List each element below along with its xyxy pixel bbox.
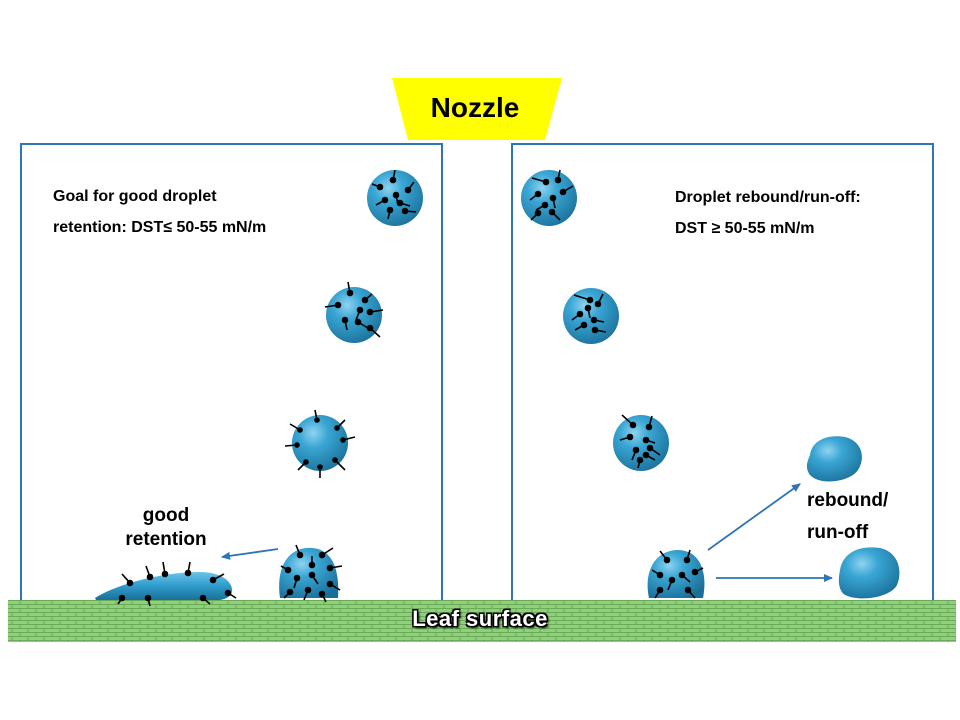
leaf-surface-label: Leaf surface: [412, 606, 548, 631]
rebound-condition-line2: DST ≥ 50-55 mN/m: [675, 220, 815, 237]
droplet-left-landing: [279, 544, 343, 603]
right-panel: [511, 143, 934, 603]
droplet-right-3: [613, 414, 669, 471]
rebound-arrow: [707, 483, 801, 551]
retention-label-line1: good: [142, 505, 190, 526]
droplet-left-spread: [95, 561, 237, 607]
goal-text-line1: Goal for good droplet: [53, 188, 217, 205]
droplet-left-1: [367, 169, 423, 226]
goal-text-line2: retention: DST≤ 50-55 mN/m: [53, 219, 267, 236]
runoff-droplet: [838, 547, 900, 599]
rebound-label-line1: rebound/: [807, 490, 889, 511]
leaf-surface: [8, 600, 956, 642]
droplet-left-3: [284, 409, 356, 478]
rebound-droplet: [806, 436, 862, 482]
droplet-right-2: [563, 288, 619, 344]
left-panel: [20, 143, 443, 603]
nozzle-label: Nozzle: [430, 92, 520, 123]
rebound-condition-line1: Droplet rebound/run-off:: [675, 189, 861, 206]
rebound-label-line2: run-off: [807, 522, 869, 543]
droplet-right-landing: [647, 549, 705, 599]
nozzle-shape: [392, 78, 562, 140]
droplet-left-2: [324, 281, 384, 343]
retention-arrow: [221, 548, 279, 560]
retention-label-line2: retention: [125, 529, 207, 550]
droplet-right-1: [521, 169, 577, 226]
